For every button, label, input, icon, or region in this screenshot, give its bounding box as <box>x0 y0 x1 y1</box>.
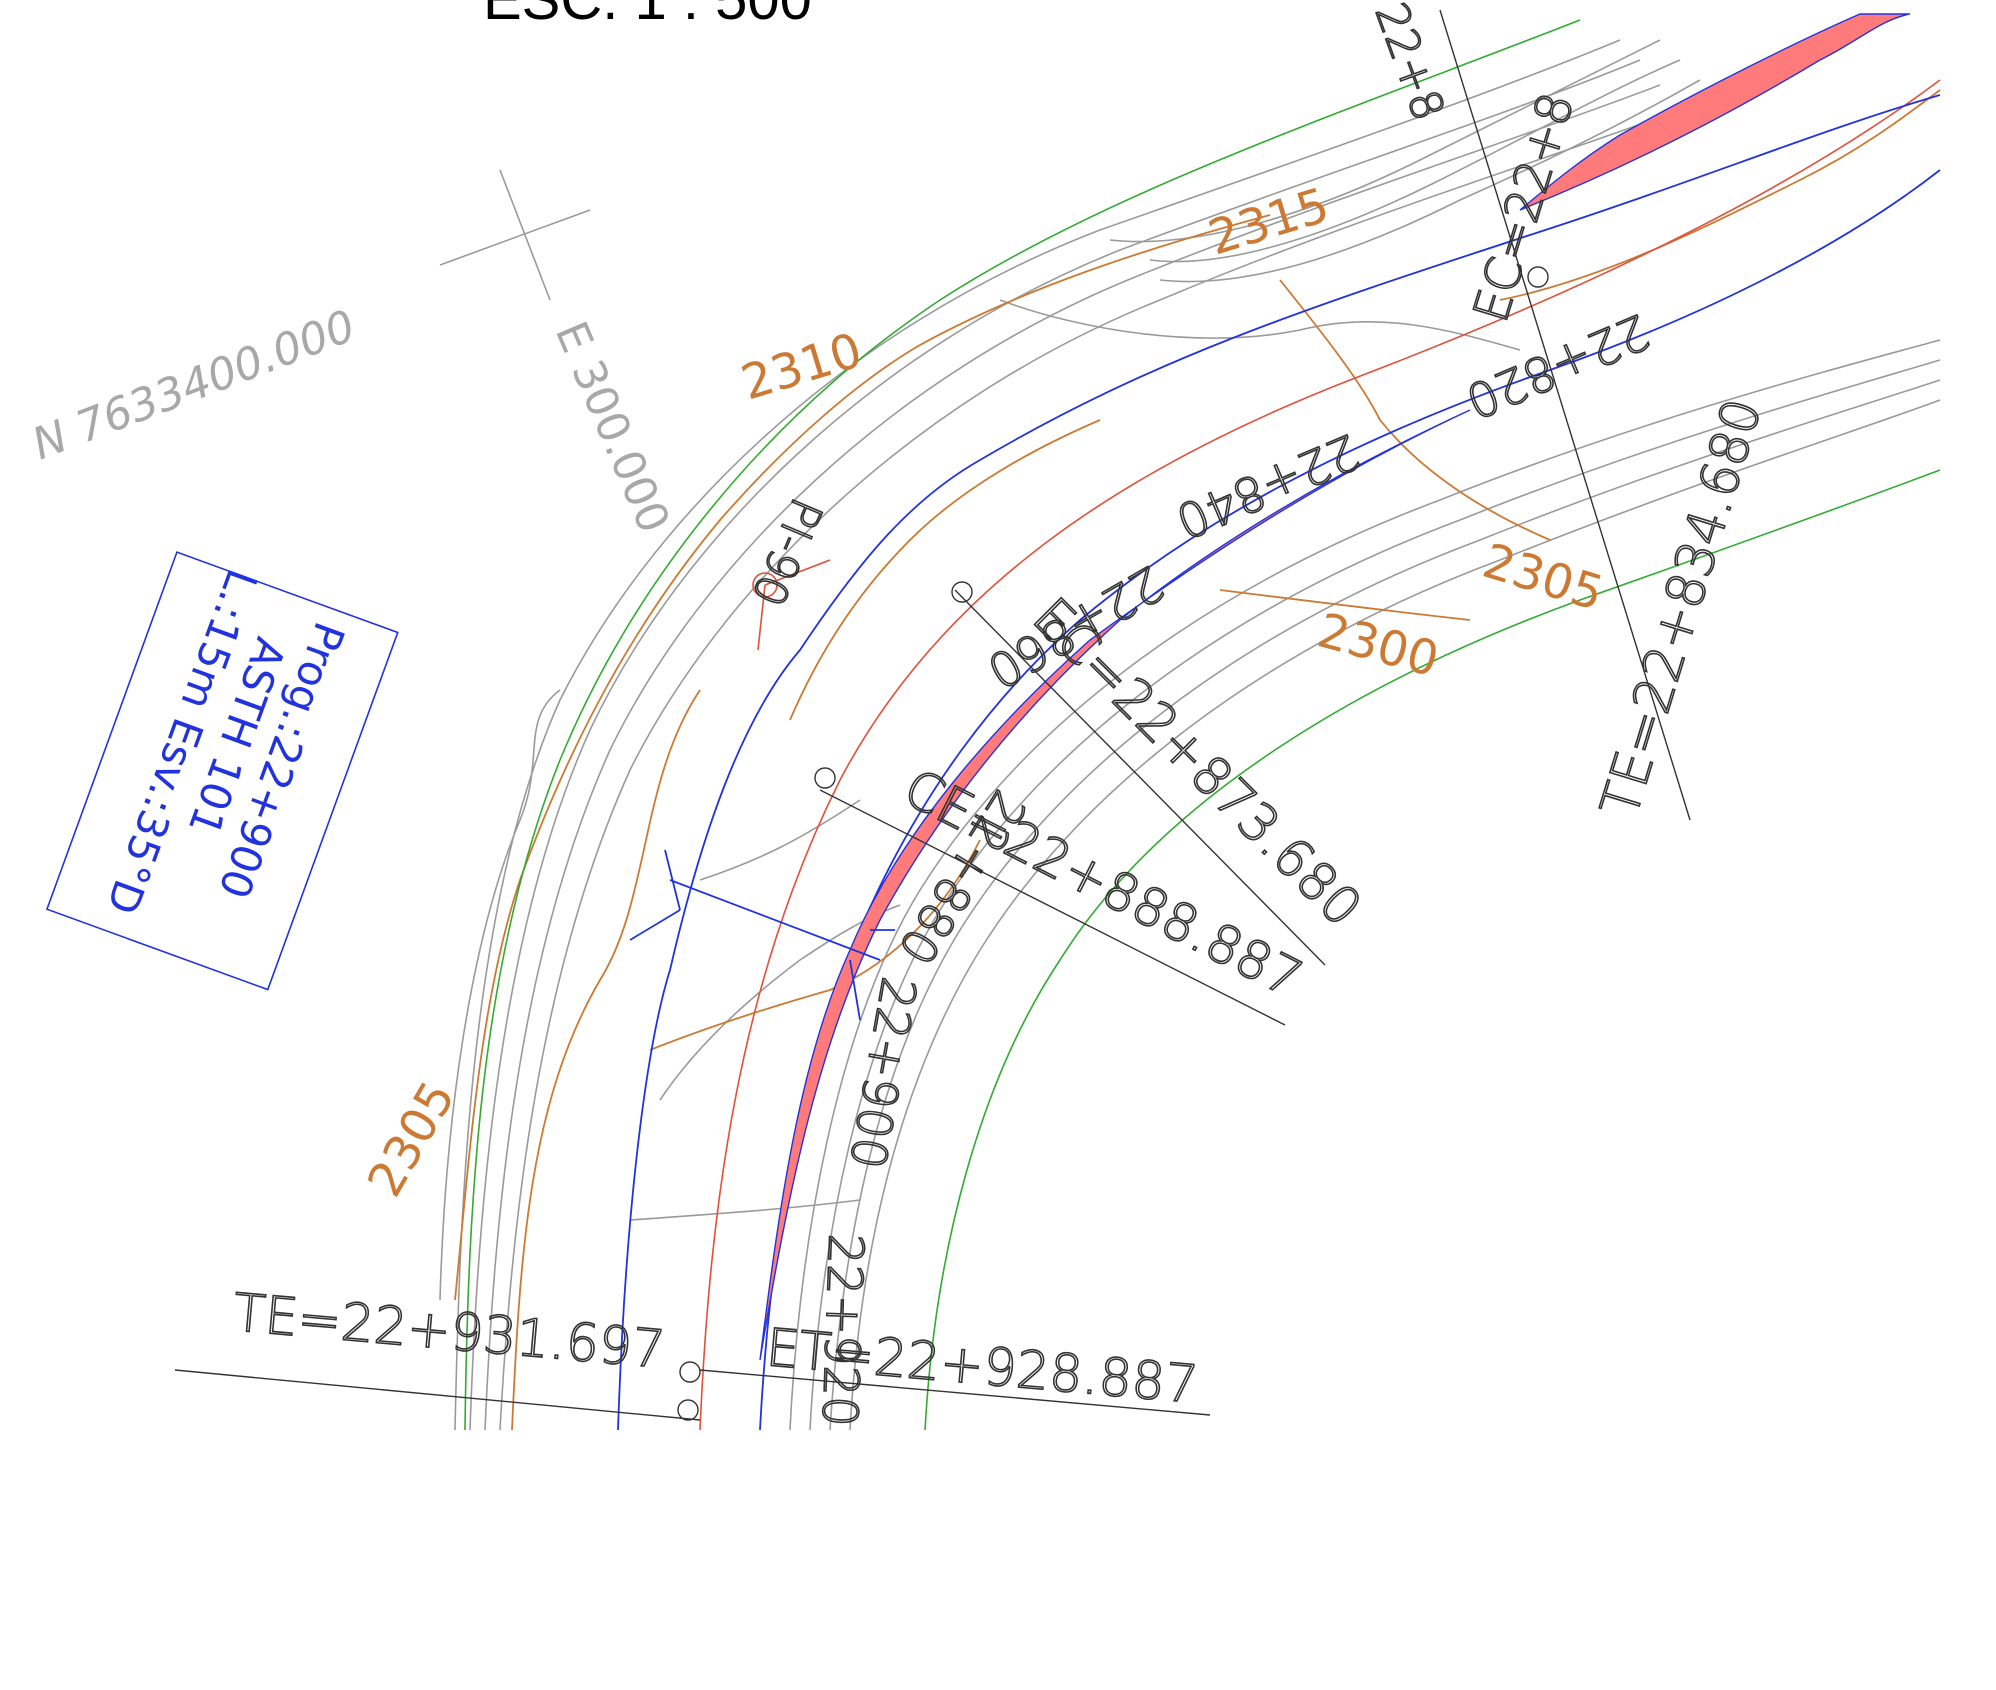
road-axis <box>699 79 1941 1431</box>
te-right-label: TE=22+834.680 <box>1590 392 1774 824</box>
scale-title: ESC. 1 : 500 <box>483 0 812 33</box>
section-box-text: Prog.:22+900 ASTH 101 L.:15m Esv.:35°D <box>97 563 354 921</box>
contour-label-2310: 2310 <box>735 322 868 411</box>
major-contours <box>454 89 1941 1431</box>
pi-point <box>752 572 778 598</box>
station-label-820: 22+820 <box>1458 302 1657 429</box>
grid-cross <box>439 169 591 301</box>
station-lines <box>174 9 1691 1421</box>
terrain-contours <box>439 39 1941 1431</box>
east-grid-label: E 300.000 <box>545 314 679 540</box>
ec-top-label: EC=22+8 <box>1463 87 1586 329</box>
station-points <box>677 266 1549 1421</box>
station-label-top: 22+8 <box>1365 0 1454 127</box>
contour-label-2305-right: 2305 <box>1476 533 1609 622</box>
pi-label: PI-90 <box>741 491 831 613</box>
section-marker <box>629 849 895 1021</box>
pi-marker <box>752 559 831 651</box>
te-bottom-label: TE=22+931.697 <box>231 1283 668 1381</box>
road-edges <box>617 94 1941 1431</box>
cut-areas <box>759 13 1911 1361</box>
station-label-900: 22+900 <box>838 973 927 1173</box>
contour-label-2315: 2315 <box>1202 177 1335 266</box>
cut-area-upper <box>1519 13 1911 211</box>
cut-area-lower <box>759 409 1471 1361</box>
station-label-840: 22+840 <box>1168 422 1367 549</box>
north-grid-label: N 7633400.000 <box>26 301 362 471</box>
section-box <box>45 551 399 991</box>
slope-edges <box>464 19 1941 1431</box>
station-label-920: 22+920 <box>811 1233 874 1428</box>
